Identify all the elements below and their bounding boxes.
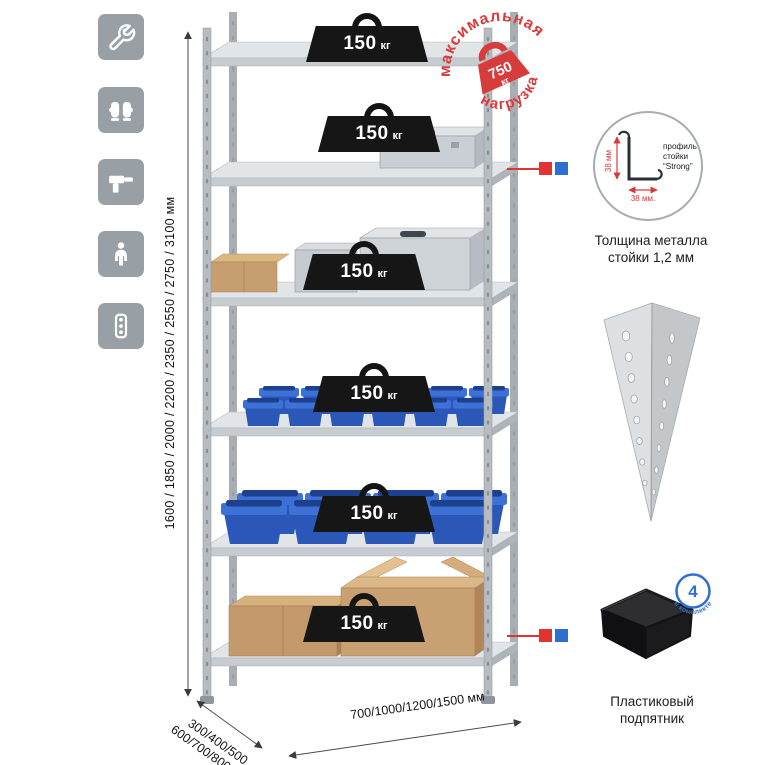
depth-dimensions-label: 300/400/500 600/700/800 мм	[159, 704, 268, 765]
weight-handle	[359, 483, 389, 503]
weight-handle	[364, 103, 394, 123]
profile-label-2: стойки	[663, 152, 688, 161]
drill-icon	[98, 159, 144, 205]
load-unit: кг	[377, 268, 388, 280]
profile-caption: Толщина металла стойки 1,2 мм	[594, 233, 708, 265]
weight-handle	[359, 363, 389, 383]
load-unit: кг	[380, 40, 391, 52]
load-value: 150	[350, 383, 384, 404]
post-profile-diagram: 38 мм 38 мм. профиль стойки “Strong”	[593, 111, 703, 221]
weight-handle	[349, 593, 379, 613]
cardboard-box-small	[210, 253, 290, 293]
rack-back-posts	[229, 12, 518, 686]
post-holes	[621, 330, 675, 496]
red-marker-square	[539, 629, 552, 642]
wrench-icon	[98, 14, 144, 60]
max-load-stamp: максимальная нагрузка 750 кг	[425, 0, 550, 124]
stamp-weight-icon	[478, 41, 531, 95]
load-value: 150	[350, 503, 384, 524]
blue-marker-square	[555, 629, 568, 642]
load-unit: кг	[392, 130, 403, 142]
perforated-post-image	[603, 302, 701, 522]
fasteners-icon	[98, 303, 144, 349]
profile-label-3: “Strong”	[663, 162, 693, 171]
profile-dim-side: 38 мм	[604, 150, 613, 172]
stamp-unit: кг	[499, 75, 511, 88]
person-icon	[98, 231, 144, 277]
profile-drawing	[617, 130, 663, 181]
blue-marker-square	[555, 162, 568, 175]
plastic-foot-image	[600, 588, 694, 659]
red-marker-square	[539, 162, 552, 175]
kit-count-badge: 4 в комплекте	[672, 573, 713, 616]
load-value: 150	[355, 123, 389, 144]
load-unit: кг	[387, 390, 398, 402]
width-dimension-line	[288, 719, 522, 759]
load-unit: кг	[387, 510, 398, 522]
load-unit: кг	[377, 620, 388, 632]
load-value: 150	[340, 613, 374, 634]
load-value: 150	[340, 261, 374, 282]
load-value: 150	[343, 33, 377, 54]
weight-handle	[349, 241, 379, 261]
weight-handle	[352, 13, 382, 33]
foot-caption: Пластиковый подпятник	[610, 694, 694, 726]
height-dimensions-label: 1600 / 1850 / 2000 / 2200 / 2350 / 2550 …	[163, 196, 177, 530]
profile-label-1: профиль	[663, 142, 697, 151]
profile-dim-bottom: 38 мм.	[631, 194, 655, 203]
kit-count-value: 4	[688, 582, 698, 601]
gloves-icon	[98, 87, 144, 133]
